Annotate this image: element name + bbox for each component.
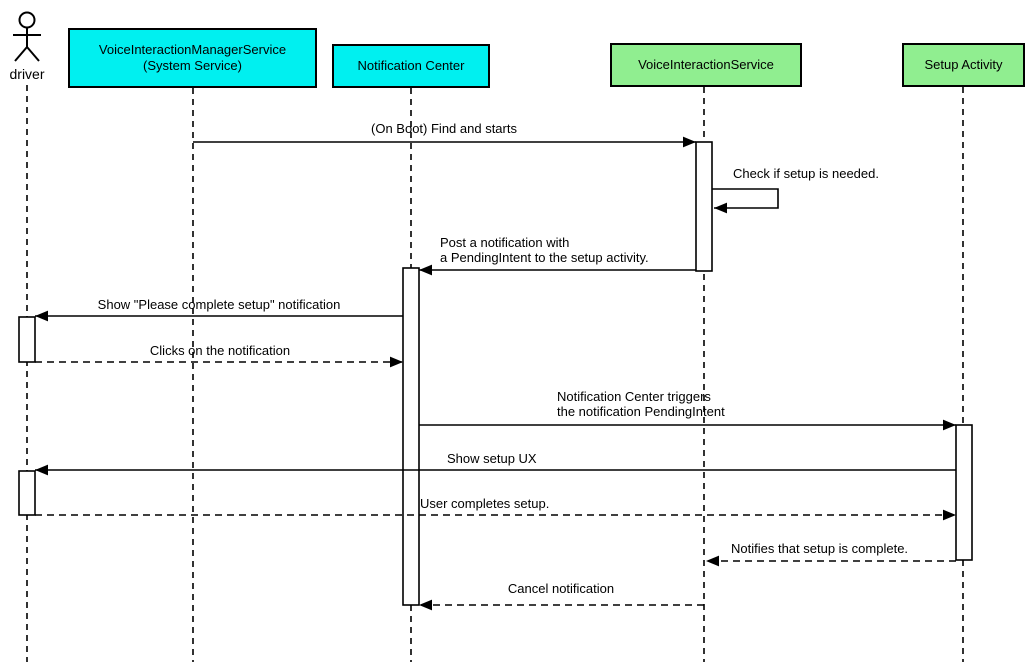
message-label-show-setup-ux: Show setup UX	[447, 451, 537, 466]
message-label-find-and-starts: (On Boot) Find and starts	[371, 121, 517, 136]
participant-notification-center: Notification Center	[332, 44, 490, 88]
activation-driver-1	[18, 316, 36, 363]
participant-voice-interaction-service: VoiceInteractionService	[610, 43, 802, 87]
activation-notification-center	[402, 267, 420, 606]
activation-setup-activity	[955, 424, 973, 561]
activation-voice-interaction-service	[695, 141, 713, 272]
actor-driver-icon	[13, 11, 41, 62]
participant-vims: VoiceInteractionManagerService (System S…	[68, 28, 317, 88]
message-label-clicks-notification: Clicks on the notification	[149, 343, 291, 358]
message-label-user-completes-setup: User completes setup.	[420, 496, 550, 511]
activation-driver-2	[18, 470, 36, 516]
message-label-cancel-notification: Cancel notification	[507, 581, 615, 596]
message-label-post-notification: Post a notification with a PendingIntent…	[440, 235, 649, 265]
message-label-show-notification: Show "Please complete setup" notificatio…	[97, 297, 341, 312]
actor-driver-label: driver	[9, 66, 45, 82]
message-label-check-setup: Check if setup is needed.	[733, 166, 879, 181]
message-label-triggers-pendingintent: Notification Center triggers the notific…	[557, 389, 725, 419]
message-label-notifies-setup-complete: Notifies that setup is complete.	[731, 541, 909, 556]
self-message-arrow-check-setup	[712, 188, 779, 214]
participant-setup-activity: Setup Activity	[902, 43, 1025, 87]
